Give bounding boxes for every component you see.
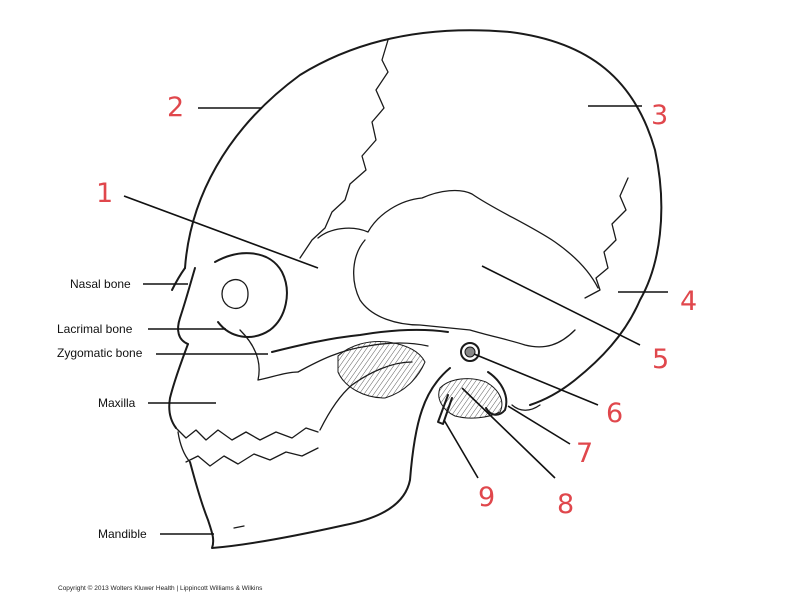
number-3: 3: [651, 100, 668, 131]
coronal-suture: [299, 39, 389, 259]
label-nasal-bone: Nasal bone: [70, 277, 131, 291]
label-mandible: Mandible: [98, 527, 147, 541]
leader-5: [481, 265, 641, 346]
leader-lines: [123, 105, 668, 535]
copyright-notice: Copyright © 2013 Wolters Kluwer Health |…: [58, 585, 263, 592]
mental-foramen: [233, 525, 245, 529]
leader-8: [461, 387, 556, 479]
number-4: 4: [680, 286, 697, 317]
number-1: 1: [96, 178, 113, 209]
label-maxilla: Maxilla: [98, 396, 136, 410]
zygomatic-body: [239, 329, 299, 381]
occipital-base: [511, 404, 541, 411]
orbit-outline: [214, 252, 288, 338]
number-8: 8: [557, 489, 574, 520]
styloid-process: [437, 394, 453, 425]
frontal-face-outline: [171, 267, 186, 291]
upper-teeth: [175, 427, 319, 441]
lacrimal-outline: [221, 279, 249, 309]
number-5: 5: [652, 344, 669, 375]
label-lacrimal-bone: Lacrimal bone: [57, 322, 133, 336]
number-markers: 1 2 3 4 5 6 7 8 9: [96, 92, 697, 520]
infratemporal-region: [337, 341, 426, 399]
leader-9: [443, 419, 479, 479]
number-9: 9: [478, 482, 495, 513]
skull-drawing: [168, 29, 663, 549]
cranium-outline: [184, 29, 663, 406]
maxilla-outline: [168, 343, 189, 429]
mastoid-region: [438, 378, 503, 419]
number-7: 7: [576, 438, 593, 469]
leader-7: [507, 405, 571, 445]
meatus-inner: [464, 346, 476, 358]
leader-1: [123, 195, 319, 269]
number-2: 2: [167, 92, 184, 123]
mandible-outline: [189, 367, 451, 549]
number-6: 6: [606, 398, 623, 429]
squamous-suture: [317, 189, 599, 289]
temporal-bone-outline: [353, 239, 576, 348]
lambdoid-suture: [584, 177, 629, 299]
teeth-gap: [177, 431, 191, 463]
leader-6: [473, 353, 599, 406]
mastoid-process: [485, 371, 508, 416]
label-zygomatic-bone: Zygomatic bone: [57, 346, 143, 360]
bone-labels: Nasal bone Lacrimal bone Zygomatic bone …: [57, 277, 147, 541]
lower-teeth: [185, 447, 319, 467]
nasal-outline: [177, 267, 196, 345]
zygomatic-arch: [271, 328, 449, 353]
